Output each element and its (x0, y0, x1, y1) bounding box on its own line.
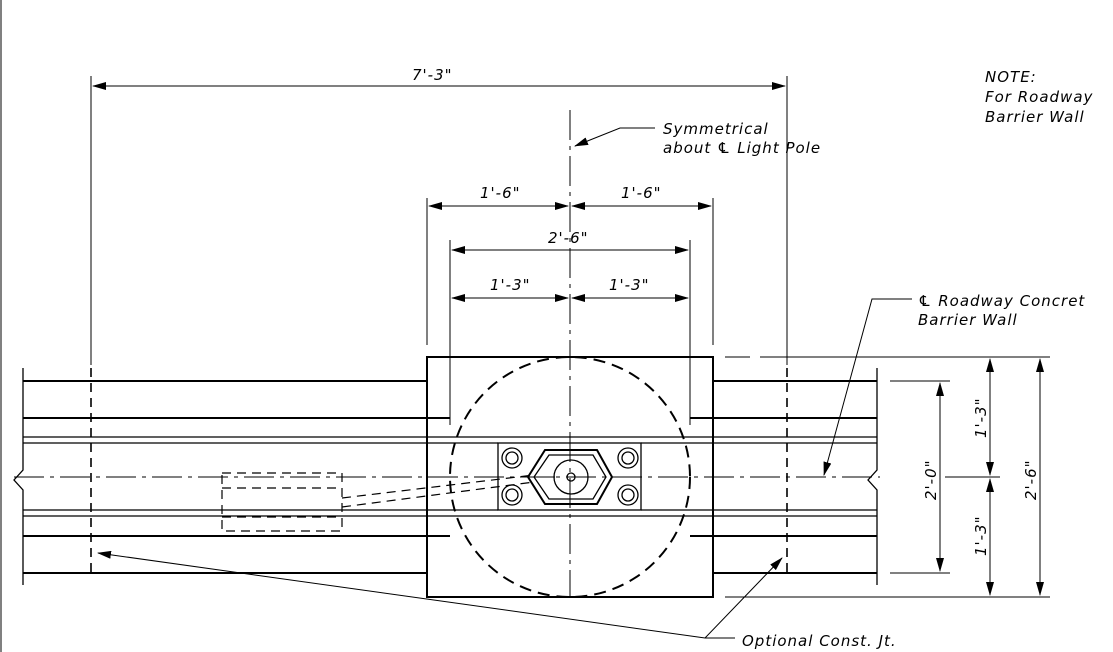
callout-centerline-line2: Barrier Wall (918, 311, 1018, 329)
callout-symmetrical-line2: about ℄ Light Pole (663, 139, 821, 157)
anchor-bolt-icon (501, 447, 523, 469)
dim-vert-outer: 2'-6" (1022, 459, 1040, 500)
foundation-circle (449, 356, 691, 598)
conduit-dashed (221, 472, 535, 532)
base-plate (497, 442, 642, 511)
leader-joint-left (97, 550, 735, 639)
callout-symmetrical-line1: Symmetrical (663, 120, 769, 138)
dim-half-base-right: 1'-6" (621, 184, 662, 202)
extension-lines (90, 76, 1050, 598)
note-heading: NOTE: (985, 68, 1037, 86)
dim-half-bolt-right: 1'-3" (609, 276, 650, 294)
dim-half-bolt-left: 1'-3" (490, 276, 531, 294)
dim-vert-half-top: 1'-3" (972, 397, 990, 438)
dim-overall-width: 7'-3" (412, 66, 453, 84)
dim-vert-inner: 2'-0" (922, 459, 940, 500)
note-line1: For Roadway (985, 88, 1094, 106)
leader-joint-right (704, 557, 783, 639)
anchor-bolt-icon (617, 447, 639, 469)
anchor-bolt-icon (501, 484, 523, 506)
barrier-wall-outline (13, 368, 878, 585)
leader-barrier-centerline (823, 298, 912, 476)
callout-centerline-line1: ℄ Roadway Concret (918, 292, 1085, 310)
dim-half-base-left: 1'-6" (480, 184, 521, 202)
note-line2: Barrier Wall (985, 108, 1085, 126)
dim-vert-half-bottom: 1'-3" (972, 515, 990, 556)
callout-construction-joint: Optional Const. Jt. (742, 632, 897, 650)
dim-bolt-spacing: 2'-6" (548, 229, 589, 247)
leader-symmetrical (574, 127, 655, 147)
anchor-bolt-icon (617, 484, 639, 506)
